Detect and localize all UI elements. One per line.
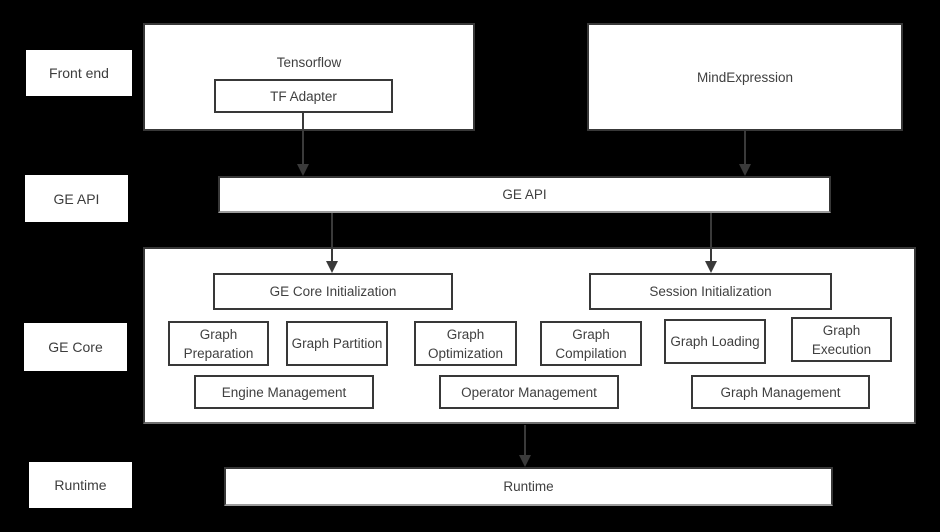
ge-api-bar: GE API [218, 176, 831, 213]
tensorflow-box: Tensorflow TF Adapter [143, 23, 475, 131]
graph-compilation-box: Graph Compilation [540, 321, 642, 366]
session-initialization-box: Session Initialization [589, 273, 832, 310]
layer-label-ge-core: GE Core [24, 323, 127, 371]
graph-management-box: Graph Management [691, 375, 870, 409]
tensorflow-title: Tensorflow [276, 55, 342, 70]
graph-partition-box: Graph Partition [286, 321, 388, 366]
ge-core-container: GE Core Initialization Session Initializ… [143, 247, 916, 424]
layer-label-ge-api: GE API [25, 175, 128, 222]
engine-management-box: Engine Management [194, 375, 374, 409]
ge-core-initialization-box: GE Core Initialization [213, 273, 453, 310]
graph-optimization-box: Graph Optimization [414, 321, 517, 366]
layer-label-runtime: Runtime [29, 462, 132, 508]
graph-preparation-box: Graph Preparation [168, 321, 269, 366]
tf-adapter-box: TF Adapter [214, 79, 393, 113]
operator-management-box: Operator Management [439, 375, 619, 409]
mind-expression-box: MindExpression [587, 23, 903, 131]
runtime-bar: Runtime [224, 467, 833, 506]
graph-loading-box: Graph Loading [664, 319, 766, 364]
layer-label-front-end: Front end [26, 50, 132, 96]
graph-execution-box: Graph Execution [791, 317, 892, 362]
